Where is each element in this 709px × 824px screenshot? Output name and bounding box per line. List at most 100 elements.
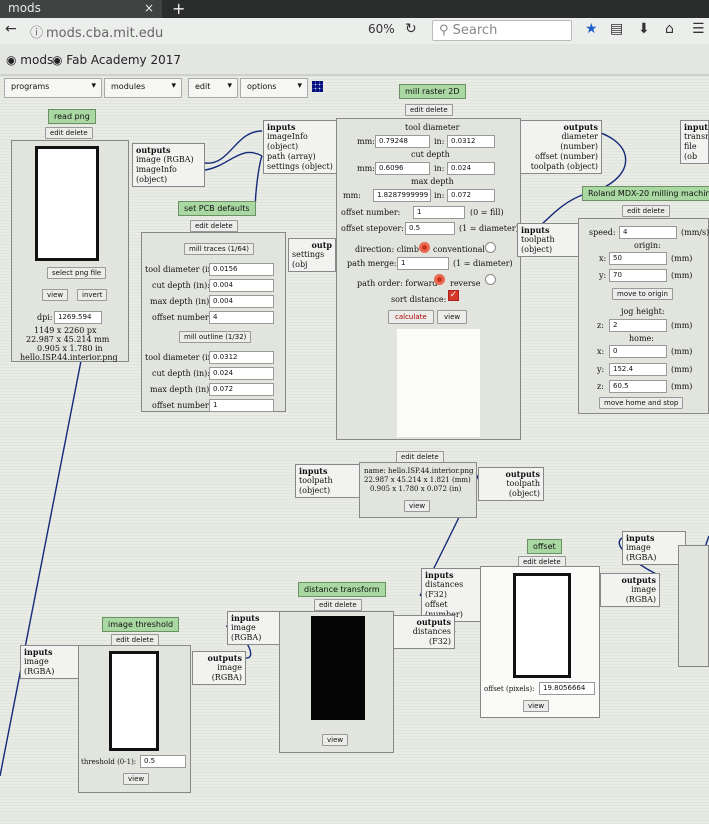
- distance-input-image[interactable]: image (RGBA): [231, 623, 262, 642]
- threshold-view-button[interactable]: view: [123, 773, 150, 785]
- output-toolpath[interactable]: toolpath (object): [530, 162, 598, 171]
- offset-number-field[interactable]: 4: [209, 311, 274, 324]
- select-png-button[interactable]: select png file: [47, 267, 107, 279]
- roland-input-toolpath[interactable]: toolpath (object): [521, 235, 555, 254]
- raster-input-imageinfo[interactable]: imageInfo (object): [267, 132, 308, 151]
- roland-edit-delete[interactable]: edit delete: [622, 205, 670, 217]
- distance-view-button[interactable]: view: [322, 734, 349, 746]
- offset-view-button[interactable]: view: [523, 700, 550, 712]
- cut-depth-field[interactable]: 0.004: [209, 279, 274, 292]
- close-tab-icon[interactable]: ×: [143, 1, 154, 15]
- home-z-field[interactable]: 60.5: [609, 380, 667, 393]
- view-output-toolpath[interactable]: toolpath (object): [506, 479, 540, 498]
- offset-number-field-2[interactable]: 1: [209, 399, 274, 412]
- cut-depth-field-2[interactable]: 0.024: [209, 367, 274, 380]
- distance-output-distances[interactable]: distances (F32): [412, 627, 451, 646]
- edit-menu[interactable]: edit▾: [188, 78, 238, 98]
- bookmark-star-icon[interactable]: ★: [585, 21, 598, 37]
- invert-button[interactable]: invert: [77, 289, 108, 301]
- back-arrow-icon[interactable]: ←: [5, 21, 17, 37]
- offset-input-offset[interactable]: offset (number): [425, 600, 463, 619]
- distance-title[interactable]: distance transform: [298, 582, 386, 597]
- forward-radio[interactable]: [434, 274, 445, 285]
- search-input[interactable]: ⚲ Search: [432, 20, 572, 41]
- climb-radio[interactable]: [419, 242, 430, 253]
- view-toolpath-button[interactable]: view: [404, 500, 431, 512]
- in-label: in:: [434, 137, 445, 146]
- sort-distance-checkbox[interactable]: ✓: [448, 290, 459, 301]
- view-input-toolpath[interactable]: toolpath (object): [299, 476, 333, 495]
- path-merge-field[interactable]: 1: [397, 257, 449, 270]
- zoom-level[interactable]: 60%: [368, 22, 395, 36]
- max-depth-field[interactable]: 0.004: [209, 295, 274, 308]
- modules-menu[interactable]: modules▾: [104, 78, 182, 98]
- output-imageinfo[interactable]: imageInfo (object): [136, 165, 177, 184]
- distance-edit-delete[interactable]: edit delete: [314, 599, 362, 611]
- speed-field[interactable]: 4: [619, 226, 677, 239]
- calculate-button[interactable]: calculate: [388, 310, 434, 324]
- raster-view-button[interactable]: view: [437, 310, 468, 324]
- mill-outline-button[interactable]: mill outline (1/32): [179, 331, 252, 343]
- raster-input-settings[interactable]: settings (object): [267, 162, 333, 171]
- offset-output-image[interactable]: image (RGBA): [625, 585, 656, 604]
- offset-title[interactable]: offset: [527, 539, 562, 554]
- tool-in-field[interactable]: 0.0312: [447, 135, 495, 148]
- reading-list-icon[interactable]: ▤: [610, 21, 624, 37]
- max-in-field[interactable]: 0.072: [447, 189, 495, 202]
- options-menu[interactable]: options▾: [240, 78, 308, 98]
- pcb-output-settings[interactable]: settings (obj: [292, 250, 325, 269]
- offset-stepover-field[interactable]: 0.5: [405, 222, 455, 235]
- offset-number-field[interactable]: 1: [413, 206, 465, 219]
- bookmark-fab-academy[interactable]: ◉ Fab Academy 2017: [52, 53, 181, 67]
- conventional-radio[interactable]: [485, 242, 496, 253]
- origin-x-field[interactable]: 50: [609, 252, 667, 265]
- threshold-field[interactable]: 0.5: [140, 755, 186, 768]
- output-offset[interactable]: offset (number): [535, 152, 598, 161]
- pcb-defaults-title[interactable]: set PCB defaults: [178, 201, 256, 216]
- offset-pixels-field[interactable]: 19.8056664: [539, 682, 595, 695]
- mill-traces-button[interactable]: mill traces (1/64): [184, 243, 254, 255]
- offset-input-distances[interactable]: distances (F32): [425, 580, 464, 599]
- output-diameter[interactable]: diameter (number): [560, 132, 598, 151]
- origin-y-field[interactable]: 70: [609, 269, 667, 282]
- max-mm-field[interactable]: 1.8287999999: [373, 189, 431, 202]
- dpi-field[interactable]: 1269.594: [54, 311, 102, 324]
- tab-mods[interactable]: mods×: [0, 0, 162, 18]
- tool-mm-field[interactable]: 0.79248: [375, 135, 430, 148]
- info-icon[interactable]: ⓘ: [30, 26, 44, 41]
- grid-icon[interactable]: [312, 81, 323, 92]
- raster-edit-delete[interactable]: edit delete: [405, 104, 453, 116]
- download-icon[interactable]: ⬇: [638, 21, 650, 37]
- mill-raster-title[interactable]: mill raster 2D: [399, 84, 466, 99]
- read-png-title[interactable]: read png: [48, 109, 96, 124]
- max-depth-field-2[interactable]: 0.072: [209, 383, 274, 396]
- menu-icon[interactable]: ☰: [692, 21, 705, 37]
- view-button[interactable]: view: [42, 289, 69, 301]
- threshold-title[interactable]: image threshold: [102, 617, 180, 632]
- edge-input-image[interactable]: image (RGBA): [626, 543, 657, 562]
- pcb-edit-delete[interactable]: edit delete: [190, 220, 238, 232]
- new-tab-icon[interactable]: +: [172, 0, 186, 18]
- raster-input-path[interactable]: path (array): [267, 152, 316, 161]
- home-y-field[interactable]: 152.4: [609, 363, 667, 376]
- read-png-edit-delete[interactable]: edit delete: [45, 127, 93, 139]
- home-icon[interactable]: ⌂: [665, 21, 674, 37]
- threshold-output-image[interactable]: image (RGBA): [211, 663, 242, 682]
- tool-diameter-field-2[interactable]: 0.0312: [209, 351, 274, 364]
- cut-mm-field[interactable]: 0.6096: [375, 162, 430, 175]
- threshold-input-image[interactable]: image (RGBA): [24, 657, 55, 676]
- reload-icon[interactable]: ↻: [405, 21, 417, 37]
- home-x-field[interactable]: 0: [609, 345, 667, 358]
- output-image[interactable]: image (RGBA): [136, 155, 194, 164]
- jog-field[interactable]: 2: [609, 319, 667, 332]
- programs-menu[interactable]: programs▾: [4, 78, 102, 98]
- bookmark-mods[interactable]: ◉ mods: [6, 53, 53, 67]
- cut-in-field[interactable]: 0.024: [447, 162, 495, 175]
- reverse-radio[interactable]: [485, 274, 496, 285]
- move-origin-button[interactable]: move to origin: [612, 288, 673, 300]
- tool-diameter-field[interactable]: 0.0156: [209, 263, 274, 276]
- move-home-button[interactable]: move home and stop: [599, 397, 684, 409]
- transmit-file-label[interactable]: file (ob: [684, 142, 698, 161]
- roland-title[interactable]: Roland MDX-20 milling machine: [582, 186, 709, 201]
